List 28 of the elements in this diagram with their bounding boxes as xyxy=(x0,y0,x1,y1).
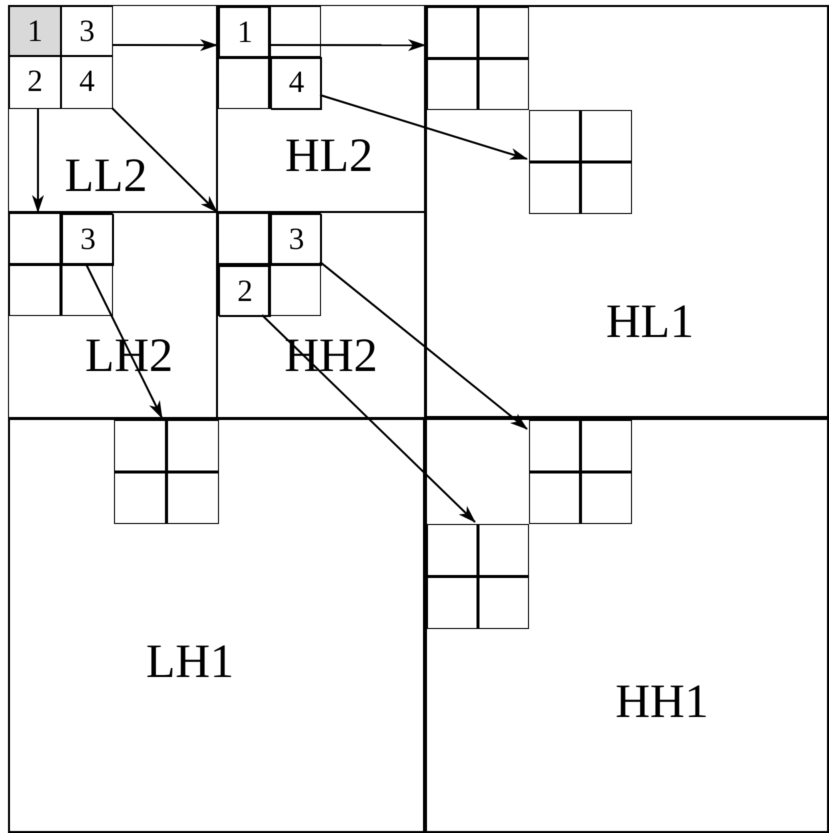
arrow xyxy=(319,261,528,430)
coefficient-cell: 4 xyxy=(61,56,113,109)
subband-label: HH1 xyxy=(615,678,709,726)
arrow xyxy=(269,39,426,52)
arrow xyxy=(32,108,44,213)
coefficient-cell: 2 xyxy=(9,56,61,109)
coefficient-cell: 3 xyxy=(62,214,114,266)
subband-label: HL1 xyxy=(606,298,694,346)
coefficient-cell: 3 xyxy=(271,214,322,266)
subband-region xyxy=(425,5,829,418)
arrow xyxy=(112,39,218,52)
arrow xyxy=(261,314,476,523)
subband-label: LH1 xyxy=(146,638,234,686)
coefficient-cell: 2 xyxy=(219,266,271,317)
subband-region xyxy=(217,5,425,212)
coefficient-cell: 3 xyxy=(61,6,113,56)
arrow xyxy=(320,94,528,160)
subband-label: HL2 xyxy=(285,132,373,180)
coefficient-cell: 4 xyxy=(271,57,322,110)
subband-region xyxy=(217,212,425,418)
subband-region xyxy=(425,418,829,833)
subband-region xyxy=(8,418,425,833)
subband-label: LL2 xyxy=(64,152,148,200)
subband-region xyxy=(8,5,217,212)
subband-region xyxy=(8,212,217,418)
coefficient-cell: 1 xyxy=(219,7,271,57)
arrow xyxy=(111,107,218,213)
coefficient-cell: 1 xyxy=(9,6,61,56)
